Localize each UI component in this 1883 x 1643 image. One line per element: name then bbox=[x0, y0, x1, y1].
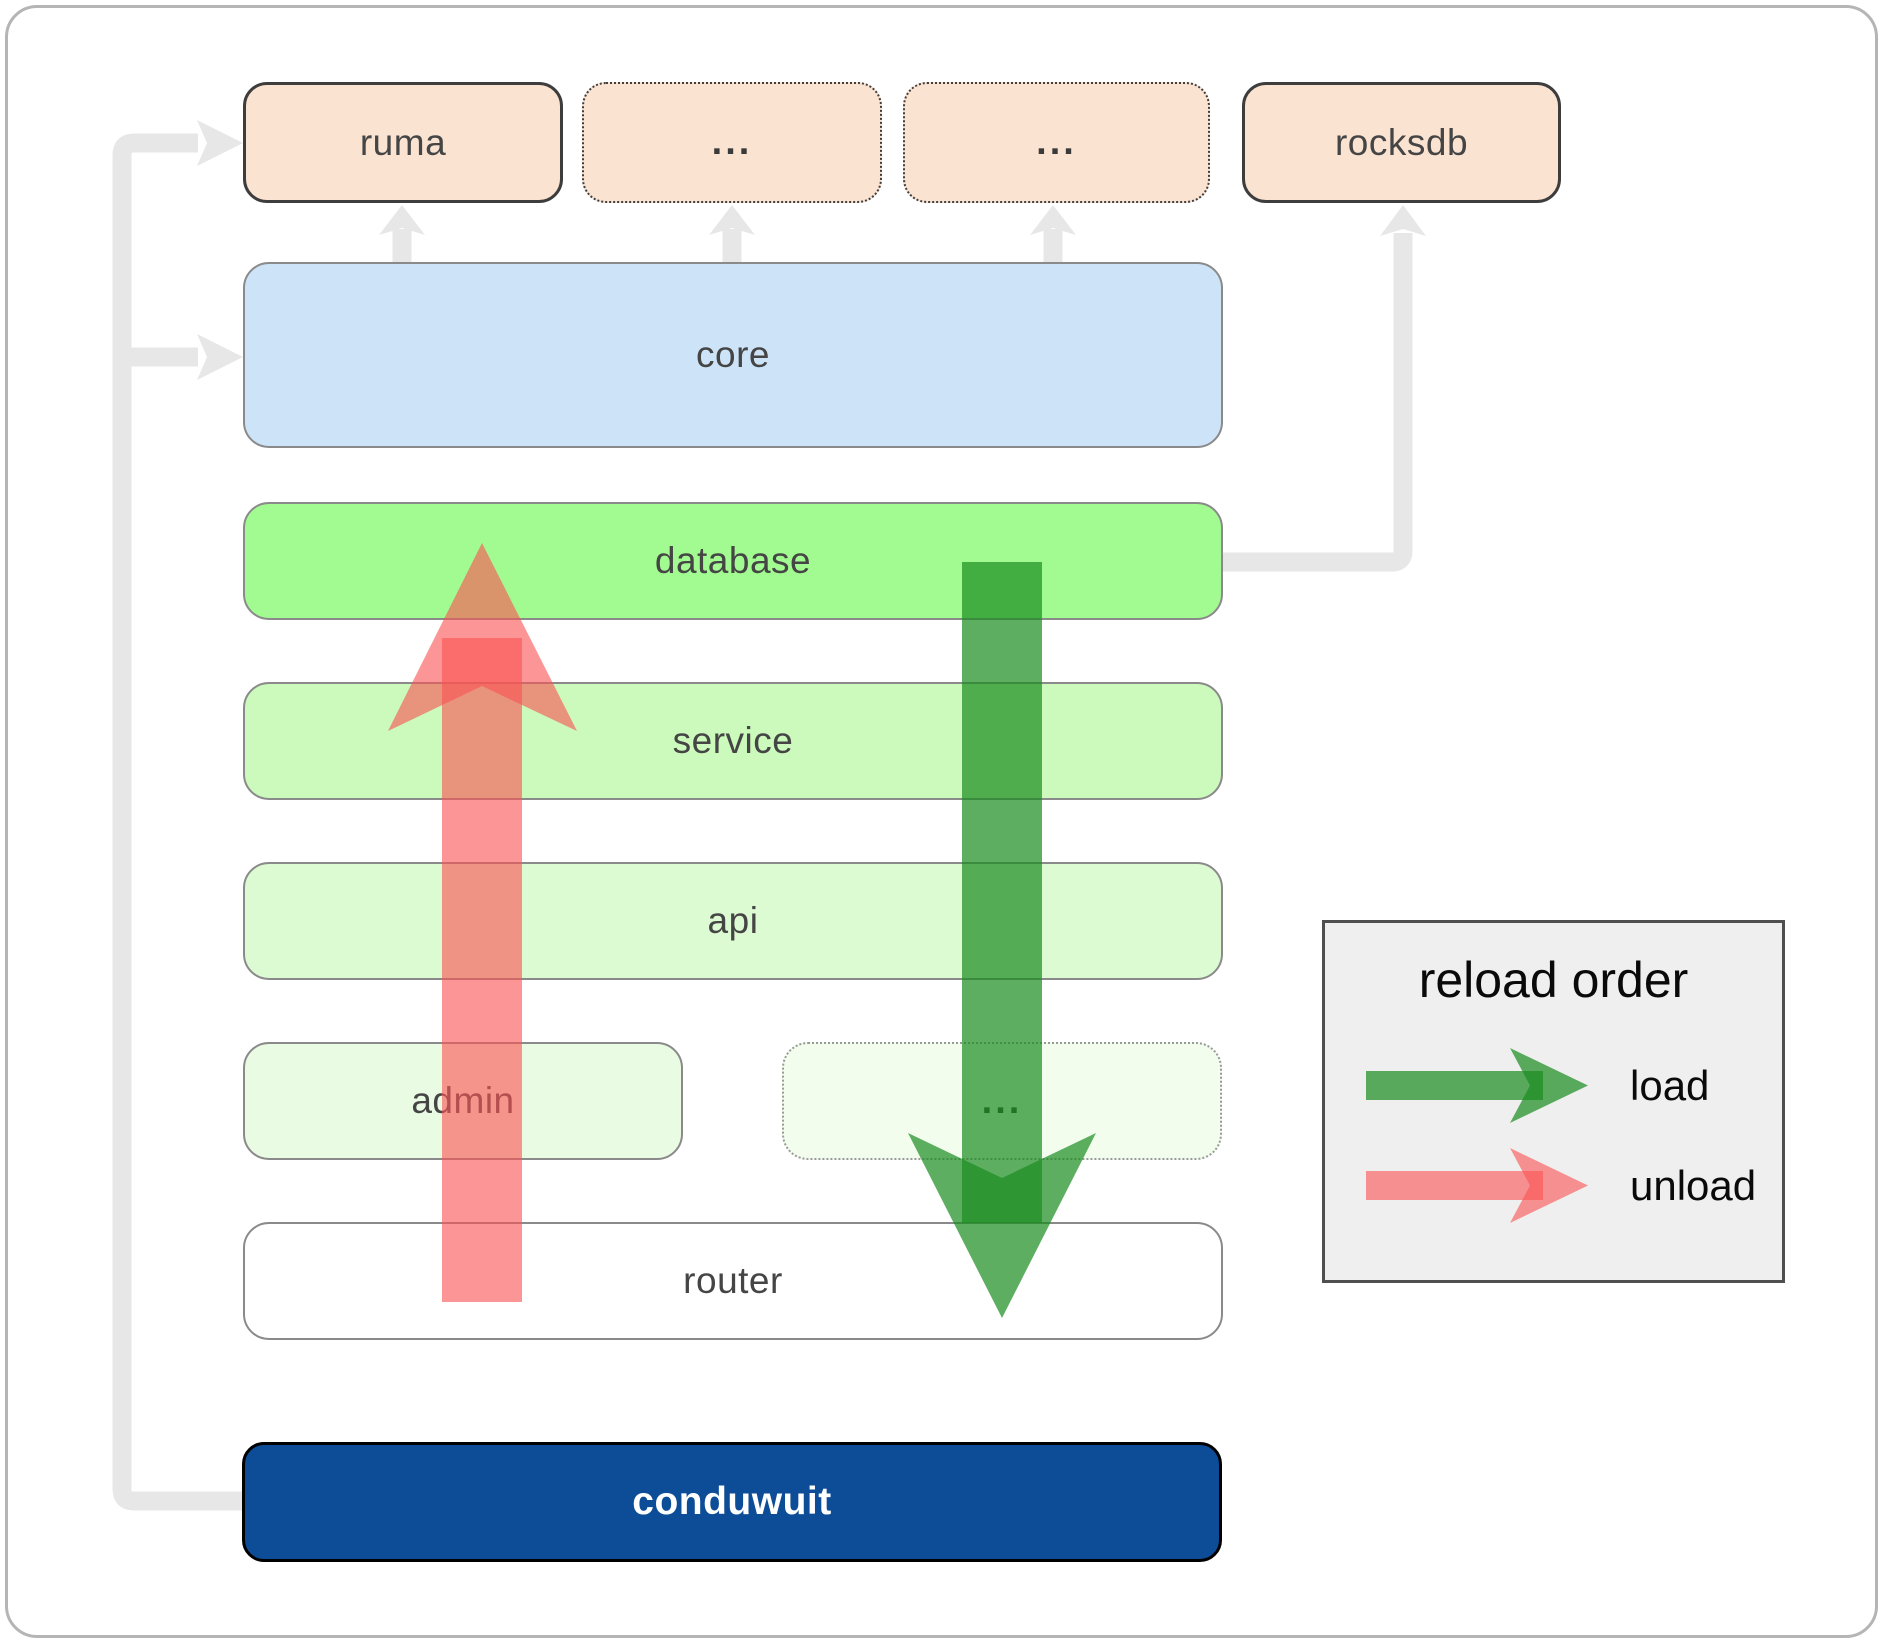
box-conduwuit: conduwuit bbox=[242, 1442, 1222, 1562]
load-arrow-icon bbox=[1366, 1048, 1588, 1123]
box-admin: admin bbox=[243, 1042, 683, 1160]
box-api-label: api bbox=[707, 900, 759, 941]
box-database-label: database bbox=[654, 540, 812, 581]
database-to-rocksdb-connector bbox=[1223, 233, 1413, 572]
box-rocksdb-label: rocksdb bbox=[1334, 121, 1469, 163]
legend-title: reload order bbox=[1418, 952, 1689, 1008]
arrowhead-up-rocksdb bbox=[1380, 205, 1426, 236]
box-api: api bbox=[243, 862, 1223, 980]
box-service-label: service bbox=[672, 720, 794, 761]
legend-load-label: load bbox=[1630, 1061, 1710, 1109]
unload-arrow-icon bbox=[1366, 1148, 1588, 1223]
box-ellipsis-2: ... bbox=[903, 82, 1210, 203]
box-admin-label: admin bbox=[411, 1080, 515, 1121]
box-core-label: core bbox=[696, 334, 770, 375]
box-conduwuit-label: conduwuit bbox=[632, 1480, 832, 1523]
box-database: database bbox=[243, 502, 1223, 620]
box-service: service bbox=[243, 682, 1223, 800]
box-ellipsis-2-label: ... bbox=[1036, 121, 1077, 163]
box-ellipsis-1: ... bbox=[582, 82, 882, 203]
box-router: router bbox=[243, 1222, 1223, 1340]
box-router-label: router bbox=[683, 1260, 783, 1301]
box-core: core bbox=[243, 262, 1223, 448]
box-admin-ellipsis-label: ... bbox=[981, 1079, 1023, 1122]
legend: reload order load unload bbox=[1322, 920, 1785, 1283]
legend-unload-label: unload bbox=[1630, 1161, 1757, 1209]
box-admin-ellipsis: ... bbox=[782, 1042, 1222, 1160]
box-ellipsis-1-label: ... bbox=[711, 121, 753, 163]
conduwuit-to-ruma-connector bbox=[112, 133, 243, 1511]
arrowhead-up-ruma bbox=[379, 205, 425, 235]
arrowhead-into-ruma bbox=[197, 120, 243, 166]
box-ruma: ruma bbox=[243, 82, 563, 203]
arrowhead-up-ellipsis2 bbox=[1030, 205, 1076, 235]
arrowhead-into-core bbox=[197, 334, 243, 380]
arrowhead-up-ellipsis1 bbox=[709, 205, 755, 235]
box-rocksdb: rocksdb bbox=[1242, 82, 1561, 203]
box-ruma-label: ruma bbox=[359, 121, 447, 163]
legend-row-load: load bbox=[1355, 1040, 1709, 1131]
legend-row-unload: unload bbox=[1355, 1140, 1756, 1231]
